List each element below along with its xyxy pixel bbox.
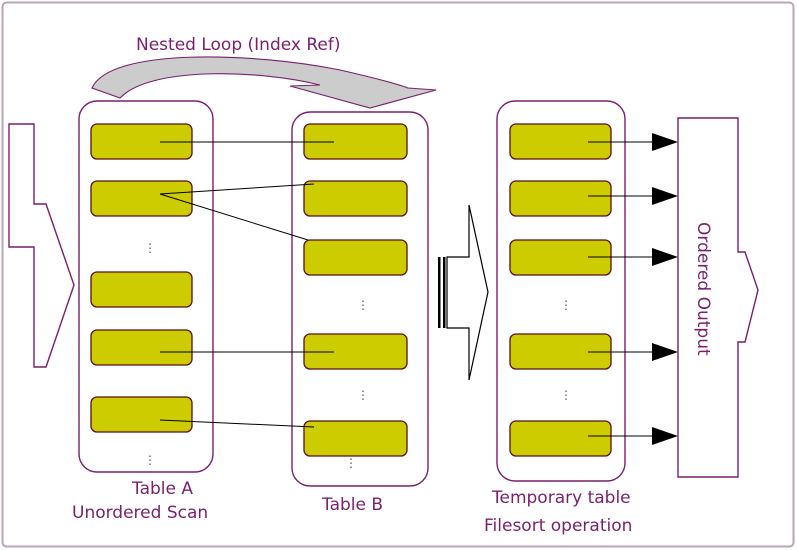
table-a-frame	[78, 100, 214, 473]
table-a-row	[90, 180, 193, 217]
nested-loop-arrow	[91, 56, 437, 109]
join-link	[159, 419, 315, 428]
temporary-table-name: Temporary table	[491, 488, 631, 508]
temporary-table-frame	[496, 100, 626, 482]
ordered-output-label: Ordered Output	[693, 222, 713, 356]
join-link	[159, 193, 309, 241]
table-a-row	[90, 396, 193, 433]
output-link	[588, 133, 678, 151]
table-b-ellipsis: ⋮	[357, 298, 369, 312]
output-link	[588, 343, 678, 361]
table-b-row	[303, 420, 408, 457]
table-b-frame	[291, 111, 429, 487]
transfer-arrow-bar	[443, 257, 446, 328]
table-b-ellipsis: ⋮	[345, 456, 357, 470]
input-arrow	[8, 123, 75, 368]
temporary-row	[509, 180, 612, 217]
transfer-arrow	[446, 204, 489, 381]
table-a-ellipsis: ⋮	[144, 241, 156, 255]
output-link	[588, 187, 678, 205]
ordered-output-arrow	[677, 117, 759, 478]
temporary-row	[509, 420, 612, 457]
table-a-caption: Unordered Scan	[72, 503, 208, 523]
table-b-ellipsis: ⋮	[357, 388, 369, 402]
temporary-table-caption: Filesort operation	[484, 516, 632, 536]
table-a-ellipsis: ⋮	[144, 453, 156, 467]
output-link	[588, 427, 678, 445]
temporary-ellipsis: ⋮	[560, 388, 572, 402]
table-a-row	[90, 271, 193, 308]
table-b-row	[303, 239, 408, 276]
table-a-row	[90, 329, 193, 366]
output-link	[588, 248, 678, 266]
table-b-name: Table B	[321, 495, 383, 515]
table-a-name: Table A	[131, 479, 193, 499]
join-link	[159, 183, 315, 195]
table-b-row	[303, 180, 408, 217]
nested-loop-label: Nested Loop (Index Ref)	[136, 35, 340, 55]
temporary-ellipsis: ⋮	[560, 298, 572, 312]
transfer-arrow-bar	[438, 257, 441, 328]
